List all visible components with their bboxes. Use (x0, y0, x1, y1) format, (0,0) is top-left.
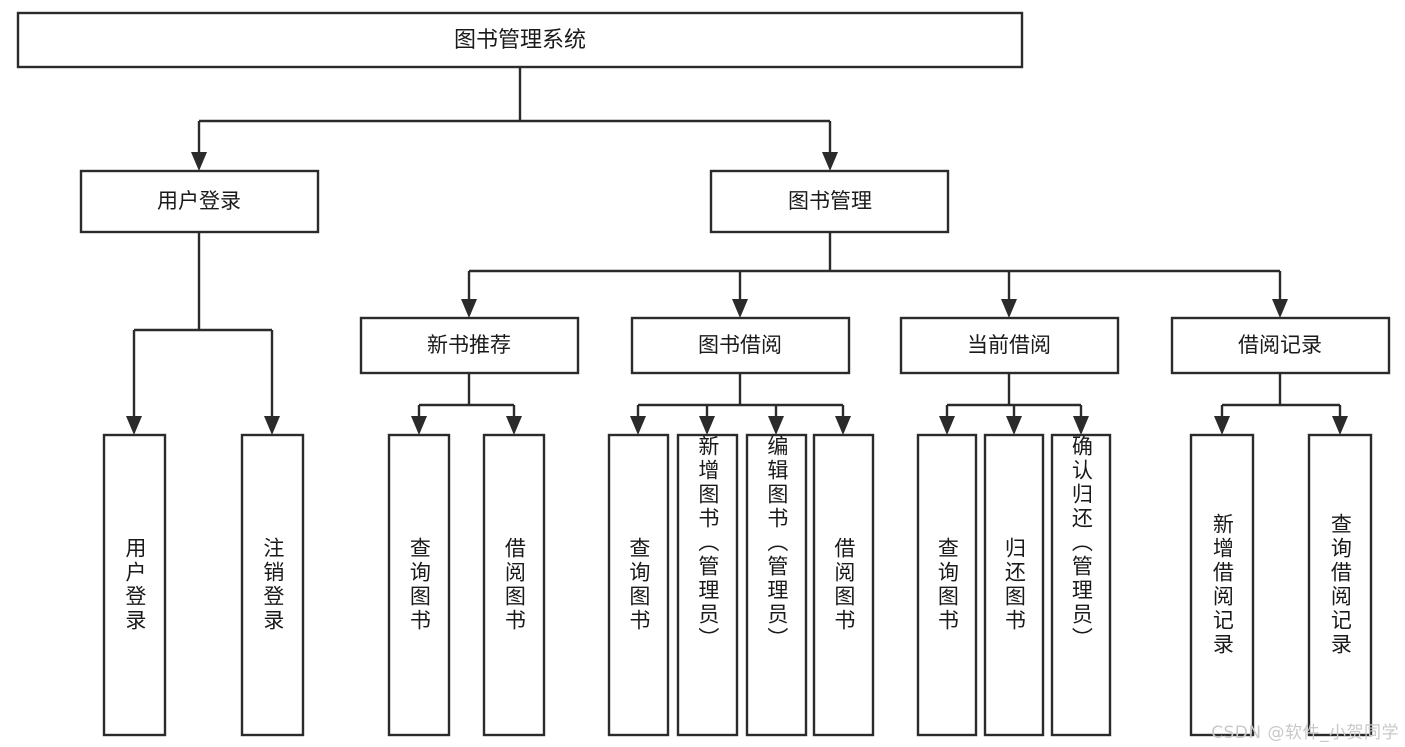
leaf-group-new-book-recommend (387, 433, 546, 737)
arrowhead-new-book-recommend (461, 299, 477, 318)
leaf-box-cb-1[interactable] (916, 433, 978, 737)
leaf-group-user-login (102, 433, 305, 737)
leaf-group-current-borrow (916, 433, 1112, 737)
arrowhead-leaf-user-login-2 (264, 416, 280, 435)
arrowhead-borrow-record (1272, 299, 1288, 318)
leaf-box-nbr-1[interactable] (387, 433, 451, 737)
node-book-manage[interactable]: 图书管理 (709, 169, 950, 234)
node-book-borrow[interactable]: 图书借阅 (630, 316, 851, 375)
node-root-label: 图书管理系统 (454, 28, 586, 53)
leaf-box-cb-3[interactable] (1050, 433, 1112, 737)
leaf-box-nbr-2[interactable] (482, 433, 546, 737)
arrowhead-leaf-cb-2 (1006, 416, 1022, 435)
node-book-borrow-label: 图书借阅 (698, 333, 782, 357)
arrowhead-book-manage (822, 152, 838, 171)
node-borrow-record[interactable]: 借阅记录 (1170, 316, 1391, 375)
arrowhead-leaf-bb-3 (768, 416, 784, 435)
leaf-box-user-login-2[interactable] (240, 433, 305, 737)
watermark-text: CSDN @软件_小贺同学 (1211, 723, 1399, 743)
arrowhead-leaf-bb-4 (835, 416, 851, 435)
arrowhead-leaf-cb-1 (939, 416, 955, 435)
connector-group-current-borrow (939, 373, 1089, 435)
arrowhead-leaf-cb-3 (1073, 416, 1089, 435)
leaf-box-bb-2[interactable] (676, 433, 739, 737)
node-book-borrow-box[interactable] (630, 316, 851, 375)
leaf-box-bb-3[interactable] (745, 433, 808, 737)
leaf-group-book-borrow (607, 433, 875, 737)
node-user-login[interactable]: 用户登录 (79, 169, 320, 234)
arrowhead-leaf-nbr-1 (411, 416, 427, 435)
arrowhead-leaf-user-login-1 (126, 416, 142, 435)
connector-group-new-book-recommend (411, 373, 522, 435)
node-new-book-recommend-label: 新书推荐 (427, 333, 511, 357)
node-current-borrow-box[interactable] (899, 316, 1120, 375)
leaf-box-br-2[interactable] (1307, 433, 1373, 737)
arrowhead-leaf-bb-1 (630, 416, 646, 435)
leaf-box-user-login-1[interactable] (102, 433, 167, 737)
node-book-manage-box[interactable] (709, 169, 950, 234)
node-user-login-label: 用户登录 (157, 189, 241, 213)
node-user-login-box[interactable] (79, 169, 320, 234)
node-current-borrow-label: 当前借阅 (967, 333, 1051, 357)
arrowhead-book-borrow (732, 299, 748, 318)
node-current-borrow[interactable]: 当前借阅 (899, 316, 1120, 375)
connector-group-user-login (126, 232, 280, 435)
node-book-manage-label: 图书管理 (788, 189, 872, 213)
arrowhead-user-login (191, 152, 207, 171)
arrowhead-current-borrow (1001, 299, 1017, 318)
arrowhead-leaf-bb-2 (699, 416, 715, 435)
connector-group-book-borrow (630, 373, 851, 435)
arrowhead-leaf-br-1 (1214, 416, 1230, 435)
node-root-box[interactable] (16, 11, 1024, 69)
arrowhead-leaf-nbr-2 (506, 416, 522, 435)
node-new-book-recommend[interactable]: 新书推荐 (359, 316, 580, 375)
node-root[interactable]: 图书管理系统 (16, 11, 1024, 69)
leaf-group-borrow-record (1189, 433, 1373, 737)
node-borrow-record-box[interactable] (1170, 316, 1391, 375)
leaf-box-bb-4[interactable] (812, 433, 875, 737)
connector-group-borrow-record (1214, 373, 1348, 435)
connector-group-book-manage (461, 232, 1288, 318)
connector-group-root (191, 67, 838, 171)
node-borrow-record-label: 借阅记录 (1238, 333, 1322, 357)
leaf-box-bb-1[interactable] (607, 433, 670, 737)
leaf-box-br-1[interactable] (1189, 433, 1255, 737)
node-new-book-recommend-box[interactable] (359, 316, 580, 375)
arrowhead-leaf-br-2 (1332, 416, 1348, 435)
leaf-box-cb-2[interactable] (983, 433, 1045, 737)
